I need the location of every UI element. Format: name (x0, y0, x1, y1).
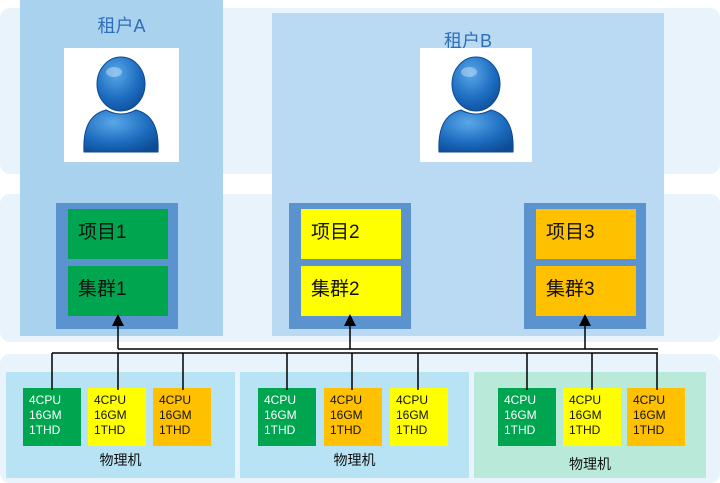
mem-spec: 16GM (264, 408, 297, 422)
cpu-spec: 4CPU (633, 393, 666, 407)
cpu-spec: 4CPU (94, 393, 127, 407)
machine-3-unit-1: 4CPU 16GM 1THD (498, 388, 556, 446)
machine-1-unit-2: 4CPU 16GM 1THD (88, 388, 146, 446)
cpu-spec: 4CPU (330, 393, 363, 407)
disk-spec: 1THD (94, 423, 126, 437)
disk-spec: 1THD (330, 423, 362, 437)
project-3-box: 项目3 (536, 209, 636, 259)
cluster-2-box: 集群2 (301, 266, 401, 316)
machine-3-label: 物理机 (569, 456, 611, 472)
mem-spec: 16GM (504, 408, 537, 422)
mem-spec: 16GM (330, 408, 363, 422)
machine-2-unit-1: 4CPU 16GM 1THD (258, 388, 316, 446)
cluster-1-box: 集群1 (68, 266, 168, 316)
project-group-1: 项目1 集群1 (56, 203, 178, 329)
disk-spec: 1THD (504, 423, 536, 437)
user-icon (438, 56, 514, 153)
mem-spec: 16GM (94, 408, 127, 422)
project-group-3: 项目3 集群3 (524, 203, 646, 329)
machine-2: 4CPU 16GM 1THD 4CPU 16GM 1THD 4CPU 16GM … (240, 372, 469, 478)
machine-2-unit-3: 4CPU 16GM 1THD (390, 388, 448, 446)
disk-spec: 1THD (633, 423, 665, 437)
tenant-a-avatar (64, 48, 179, 162)
machine-1-label: 物理机 (99, 452, 142, 468)
mem-spec: 16GM (396, 408, 429, 422)
cpu-spec: 4CPU (396, 393, 429, 407)
disk-spec: 1THD (29, 423, 61, 437)
machine-1-unit-1: 4CPU 16GM 1THD (23, 388, 81, 446)
cpu-spec: 4CPU (264, 393, 297, 407)
machine-3-unit-2: 4CPU 16GM 1THD (563, 388, 621, 446)
machine-3-unit-3: 4CPU 16GM 1THD (627, 388, 685, 446)
mem-spec: 16GM (29, 408, 62, 422)
mem-spec: 16GM (569, 408, 602, 422)
tenant-b-avatar (420, 48, 532, 162)
cpu-spec: 4CPU (569, 393, 602, 407)
mem-spec: 16GM (159, 408, 192, 422)
machine-2-label: 物理机 (333, 452, 376, 468)
project-1-box: 项目1 (68, 209, 168, 259)
cpu-spec: 4CPU (504, 393, 537, 407)
machine-3: 4CPU 16GM 1THD 4CPU 16GM 1THD 4CPU 16GM … (474, 372, 706, 478)
mem-spec: 16GM (633, 408, 666, 422)
project-group-2: 项目2 集群2 (289, 203, 411, 329)
disk-spec: 1THD (396, 423, 428, 437)
tenant-a-title: 租户A (97, 16, 146, 36)
disk-spec: 1THD (264, 423, 296, 437)
tenant-b-title: 租户B (443, 31, 492, 51)
machine-1-unit-3: 4CPU 16GM 1THD (153, 388, 211, 446)
cpu-spec: 4CPU (29, 393, 62, 407)
machine-2-unit-2: 4CPU 16GM 1THD (324, 388, 382, 446)
machine-1: 4CPU 16GM 1THD 4CPU 16GM 1THD 4CPU 16GM … (6, 372, 235, 478)
disk-spec: 1THD (159, 423, 191, 437)
project-2-box: 项目2 (301, 209, 401, 259)
disk-spec: 1THD (569, 423, 601, 437)
user-icon (83, 56, 159, 153)
cpu-spec: 4CPU (159, 393, 192, 407)
cluster-3-box: 集群3 (536, 266, 636, 316)
